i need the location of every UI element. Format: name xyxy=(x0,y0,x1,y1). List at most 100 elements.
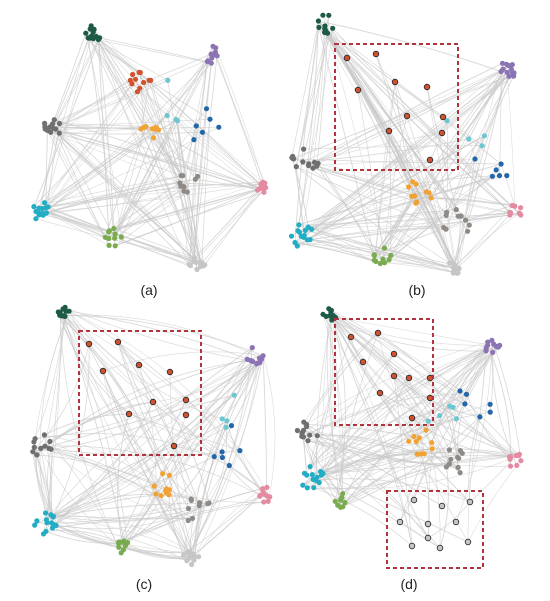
network-edge xyxy=(413,345,500,437)
network-node-dark-gray xyxy=(305,438,311,444)
network-node-amber xyxy=(428,195,434,201)
network-edge xyxy=(93,38,212,64)
network-edge xyxy=(183,181,263,187)
network-node-pink xyxy=(260,179,266,185)
network-node-dark-gray xyxy=(294,427,300,434)
network-edge xyxy=(131,83,266,188)
network-node-green xyxy=(381,245,387,251)
network-node-dark-gray xyxy=(31,444,37,450)
network-node-orange-red xyxy=(166,368,174,376)
network-edge xyxy=(46,394,235,521)
network-edge xyxy=(44,413,130,436)
network-edge xyxy=(52,456,215,518)
network-node-cyan xyxy=(310,476,316,482)
network-edge xyxy=(196,187,266,270)
network-node-orange-red xyxy=(359,358,367,366)
network-edge xyxy=(40,448,189,521)
network-node-dark-gray xyxy=(300,159,306,165)
network-node-taupe xyxy=(181,184,187,190)
network-edge xyxy=(193,55,218,262)
network-edge xyxy=(332,28,511,213)
network-node-dark-green xyxy=(322,23,328,29)
network-edge xyxy=(331,316,497,347)
network-edge xyxy=(85,33,122,238)
network-edge xyxy=(173,445,268,497)
network-node-taupe xyxy=(196,502,202,509)
network-edge xyxy=(331,309,520,456)
network-node-orange-red xyxy=(146,77,152,83)
network-node-dark-green xyxy=(326,12,332,18)
network-edge xyxy=(331,316,471,503)
network-node-blue xyxy=(462,401,468,407)
network-edge xyxy=(34,362,259,526)
network-edge xyxy=(215,47,266,188)
network-node-purple xyxy=(506,73,512,79)
network-node-light-gray xyxy=(424,520,432,528)
network-edge xyxy=(49,126,190,265)
network-node-amber xyxy=(411,193,418,199)
network-node-purple xyxy=(250,358,256,365)
network-edge xyxy=(303,430,458,458)
network-edge xyxy=(59,314,264,357)
network-edge xyxy=(328,308,429,422)
network-node-green xyxy=(118,234,124,240)
network-node-light-blue xyxy=(223,424,229,430)
network-edge xyxy=(117,341,200,506)
network-edge xyxy=(427,501,471,539)
network-edge xyxy=(373,69,512,256)
network-node-taupe xyxy=(188,496,194,502)
network-edge xyxy=(114,119,177,239)
network-node-light-gray xyxy=(436,544,444,552)
network-edge xyxy=(466,394,511,460)
network-edge xyxy=(32,343,90,452)
network-node-blue xyxy=(498,161,504,167)
network-node-taupe xyxy=(178,173,184,179)
network-edge xyxy=(307,440,459,468)
network-node-blue xyxy=(226,462,232,469)
network-edge xyxy=(121,361,254,543)
network-node-amber xyxy=(423,189,429,195)
network-edge xyxy=(32,451,54,525)
network-node-light-blue xyxy=(425,418,431,424)
network-node-dark-gray xyxy=(47,438,53,445)
network-edge xyxy=(467,416,481,543)
network-edge xyxy=(462,451,511,458)
network-edge xyxy=(50,132,180,184)
network-edge xyxy=(148,80,198,270)
network-edge xyxy=(456,350,487,419)
network-edge xyxy=(128,362,258,415)
network-node-blue xyxy=(207,116,213,122)
network-edge xyxy=(151,128,261,190)
network-edge xyxy=(350,336,450,451)
network-node-light-blue xyxy=(231,392,237,398)
network-node-taupe xyxy=(441,224,447,231)
network-node-orange-red xyxy=(354,86,362,94)
network-edge xyxy=(114,57,213,239)
network-node-dark-green xyxy=(323,29,329,35)
network-node-dark-green xyxy=(66,308,72,314)
network-node-orange-red xyxy=(132,76,139,82)
network-edge xyxy=(308,212,447,228)
network-node-taupe xyxy=(195,173,201,179)
network-node-dark-green xyxy=(316,24,322,30)
network-edge xyxy=(373,195,415,261)
network-node-amber xyxy=(163,490,169,496)
network-node-blue xyxy=(191,137,197,143)
network-edge xyxy=(140,128,195,259)
network-node-dark-gray xyxy=(42,443,48,449)
network-node-taupe xyxy=(466,222,472,228)
network-edge xyxy=(32,394,235,453)
network-node-amber xyxy=(152,126,158,132)
network-node-cyan xyxy=(307,464,313,470)
network-edge xyxy=(467,465,518,543)
network-edge xyxy=(469,455,517,503)
network-edge xyxy=(301,345,500,437)
network-edge xyxy=(118,501,264,544)
network-edge xyxy=(52,39,99,129)
network-edge xyxy=(393,375,450,465)
network-node-orange-red xyxy=(125,410,133,418)
network-edge xyxy=(297,28,326,231)
network-node-light-gray xyxy=(181,552,187,558)
network-node-cyan xyxy=(320,470,326,476)
network-edge xyxy=(42,80,151,216)
